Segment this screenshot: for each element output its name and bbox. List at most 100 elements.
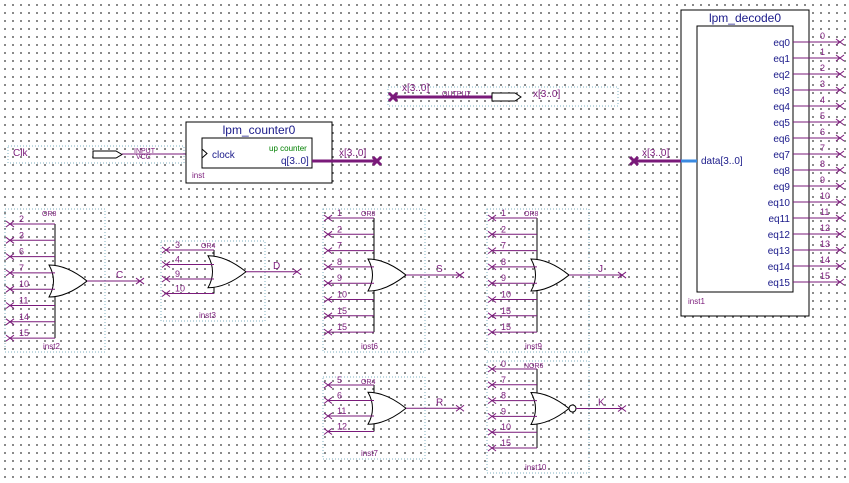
gate-input-x-icon	[487, 230, 497, 238]
or-gate-symbol	[207, 255, 247, 289]
gate-input-x-icon	[323, 328, 333, 336]
gate-type-label: OR8	[361, 211, 376, 218]
gate-input-x-icon	[323, 381, 333, 389]
gate-input-label: 12	[337, 422, 347, 432]
or-gate-symbol	[367, 258, 407, 292]
decoder-out-net: 1	[820, 47, 825, 57]
or-gate-symbol	[48, 264, 88, 298]
gate-output-x-icon	[455, 404, 465, 412]
gate-input-label: 14	[19, 312, 29, 322]
decoder-out-x-icon	[835, 230, 845, 238]
decoder-out-net: 6	[820, 127, 825, 137]
gate-input-x-icon	[161, 290, 171, 297]
gate-input-label: 8	[337, 257, 342, 267]
decoder-port-eq3: eq3	[773, 86, 790, 97]
decoder-out-net: 13	[820, 239, 830, 249]
decoder-out-net: 7	[820, 143, 825, 153]
gate-inst-label: inst2	[43, 342, 60, 351]
gate-input-label: 4	[175, 255, 180, 265]
output-pin-shape	[491, 92, 522, 102]
decoder-port-eq12: eq12	[768, 230, 791, 241]
decoder-out-x-icon	[835, 38, 845, 46]
gate-input-label: 1	[337, 208, 342, 218]
decoder-out-x-icon	[835, 182, 845, 190]
decoder-port-eq10: eq10	[768, 198, 791, 209]
counter-port-clock: clock	[212, 150, 236, 161]
gate-inst-label: inst3	[199, 311, 216, 320]
decoder-title: lpm_decode0	[709, 11, 781, 25]
vcc-label: VCC	[136, 154, 151, 161]
gate-input-label: 7	[19, 263, 24, 273]
output-pin-name: x[3..0]	[533, 89, 560, 100]
input-pin-shape	[92, 150, 123, 159]
output-pin[interactable]: x[3..0] OUTPUT x[3..0]	[387, 83, 619, 107]
decoder-port-data: data[3..0]	[701, 156, 743, 167]
input-pin[interactable]: Clk INPUT VCC	[7, 145, 203, 164]
decoder-out-net: 14	[820, 255, 830, 265]
gate-input-label: 7	[501, 375, 506, 385]
gate-input-x-icon	[5, 334, 15, 342]
counter-inst: inst	[192, 171, 205, 180]
decoder-bus-x-icon	[628, 155, 640, 167]
decoder-port-eq5: eq5	[773, 118, 790, 129]
gate-input-label: 15	[501, 306, 511, 316]
gate-input-label: 11	[337, 406, 346, 416]
gate-frame	[486, 208, 590, 353]
decoder-port-eq1: eq1	[773, 54, 790, 65]
decoder-port-eq4: eq4	[773, 102, 790, 113]
input-pin-frame	[7, 145, 185, 164]
gate-output-label: S	[436, 264, 443, 275]
gate-input-label: 9	[501, 406, 506, 416]
gate-type-label: OR8	[524, 211, 539, 218]
gate-output-label: C	[116, 270, 123, 281]
gate-input-x-icon	[487, 247, 497, 255]
gate-input-label: 2	[501, 224, 506, 234]
gate-input-x-icon	[487, 214, 497, 222]
output-bus-label: x[3..0]	[402, 83, 429, 94]
decoder-out-net: 11	[820, 207, 829, 217]
decoder-out-x-icon	[835, 54, 845, 62]
clock-edge-icon	[201, 148, 208, 159]
output-pin-frame	[387, 86, 619, 107]
gate-input-label: 9	[337, 273, 342, 283]
decoder-bus-label: x[3..0]	[642, 148, 669, 159]
lpm-counter-block[interactable]: lpm_counter0 clock up counter q[3..0] in…	[185, 121, 333, 184]
gate-input-x-icon	[161, 261, 171, 268]
gate-input-x-icon	[487, 412, 497, 420]
decoder-port-eq7: eq7	[773, 150, 790, 161]
decoder-out-net: 4	[820, 95, 825, 105]
gate-input-x-icon	[487, 328, 497, 336]
decoder-port-eq0: eq0	[773, 38, 790, 49]
decoder-out-x-icon	[835, 246, 845, 254]
gate-input-label: 10	[337, 290, 347, 300]
gate-input-x-icon	[487, 312, 497, 320]
gate-input-label: 8	[501, 391, 506, 401]
lpm-decode-block[interactable]: lpm_decode0 data[3..0] inst1 eq00eq11eq2…	[680, 9, 845, 317]
gate-input-x-icon	[5, 253, 15, 261]
gate-input-label: 8	[501, 257, 506, 267]
decoder-out-net: 12	[820, 223, 830, 233]
decoder-out-x-icon	[835, 86, 845, 94]
gate-input-label: 3	[19, 230, 24, 240]
gate-input-x-icon	[5, 269, 15, 277]
gate-input-label: 15	[19, 328, 29, 338]
decoder-out-x-icon	[835, 134, 845, 142]
gate-input-label: 11	[19, 296, 28, 306]
gate-input-x-icon	[5, 220, 15, 228]
decoder-port-eq13: eq13	[768, 246, 791, 257]
nor-bubble-icon	[568, 404, 577, 413]
gate-type-label: OR4	[201, 243, 216, 250]
decoder-port-eq6: eq6	[773, 134, 790, 145]
gate-inst-label: inst6	[361, 342, 378, 351]
gate-output-label: K	[598, 398, 605, 409]
decoder-out-net: 3	[820, 79, 825, 89]
gate-input-label: 15	[501, 322, 511, 332]
gate-output-label: J	[598, 264, 603, 275]
gate-input-label: 15	[337, 306, 347, 316]
